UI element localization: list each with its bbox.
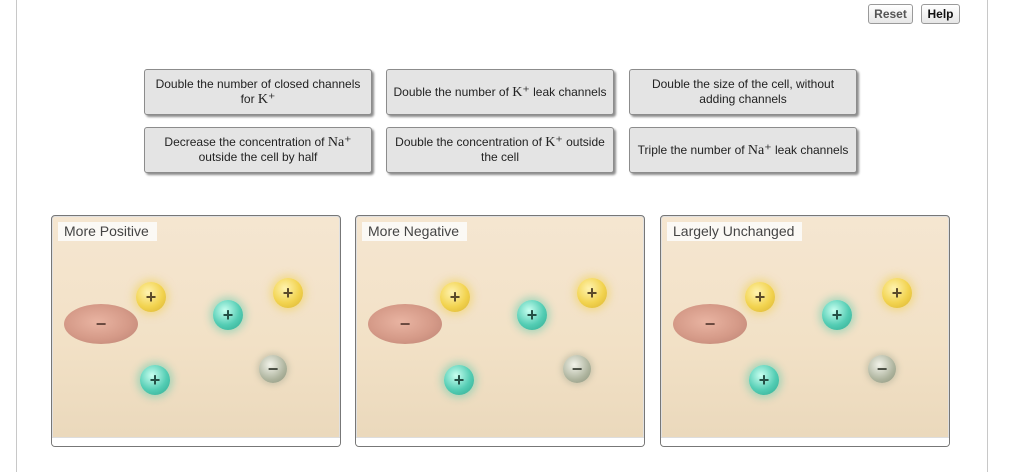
positive-ion-icon: + bbox=[136, 282, 166, 312]
positive-ion-icon: + bbox=[822, 300, 852, 330]
positive-ion-icon: + bbox=[882, 278, 912, 308]
bin-label: Largely Unchanged bbox=[667, 222, 803, 241]
drop-zone-largely-unchanged[interactable]: Largely Unchanged − + + + + − bbox=[660, 215, 950, 447]
positive-ion-icon: + bbox=[440, 282, 470, 312]
tile-double-cell-size[interactable]: Double the size of the cell, without add… bbox=[629, 69, 857, 115]
negative-ion-icon: − bbox=[368, 304, 442, 344]
drop-zone-more-positive[interactable]: More Positive − + + + + − bbox=[51, 215, 341, 447]
positive-ion-icon: + bbox=[577, 278, 607, 308]
negative-ion-icon: − bbox=[868, 355, 896, 383]
tile-double-k-leak-channels[interactable]: Double the number of K⁺ leak channels bbox=[386, 69, 614, 115]
tile-double-closed-k-channels[interactable]: Double the number of closed channels for… bbox=[144, 69, 372, 115]
tile-decrease-outside-na[interactable]: Decrease the concentration of Na⁺ outsid… bbox=[144, 127, 372, 173]
positive-ion-icon: + bbox=[444, 365, 474, 395]
positive-ion-icon: + bbox=[745, 282, 775, 312]
negative-ion-icon: − bbox=[64, 304, 138, 344]
tile-triple-na-leak-channels[interactable]: Triple the number of Na⁺ leak channels bbox=[629, 127, 857, 173]
positive-ion-icon: + bbox=[749, 365, 779, 395]
reset-button[interactable]: Reset bbox=[868, 4, 913, 24]
negative-ion-icon: − bbox=[673, 304, 747, 344]
positive-ion-icon: + bbox=[517, 300, 547, 330]
bin-label: More Negative bbox=[362, 222, 468, 241]
positive-ion-icon: + bbox=[273, 278, 303, 308]
activity-frame bbox=[16, 0, 988, 472]
drop-zone-more-negative[interactable]: More Negative − + + + + − bbox=[355, 215, 645, 447]
bin-label: More Positive bbox=[58, 222, 157, 241]
negative-ion-icon: − bbox=[259, 355, 287, 383]
positive-ion-icon: + bbox=[213, 300, 243, 330]
help-button[interactable]: Help bbox=[921, 4, 960, 24]
negative-ion-icon: − bbox=[563, 355, 591, 383]
positive-ion-icon: + bbox=[140, 365, 170, 395]
tile-double-outside-k[interactable]: Double the concentration of K⁺ outside t… bbox=[386, 127, 614, 173]
